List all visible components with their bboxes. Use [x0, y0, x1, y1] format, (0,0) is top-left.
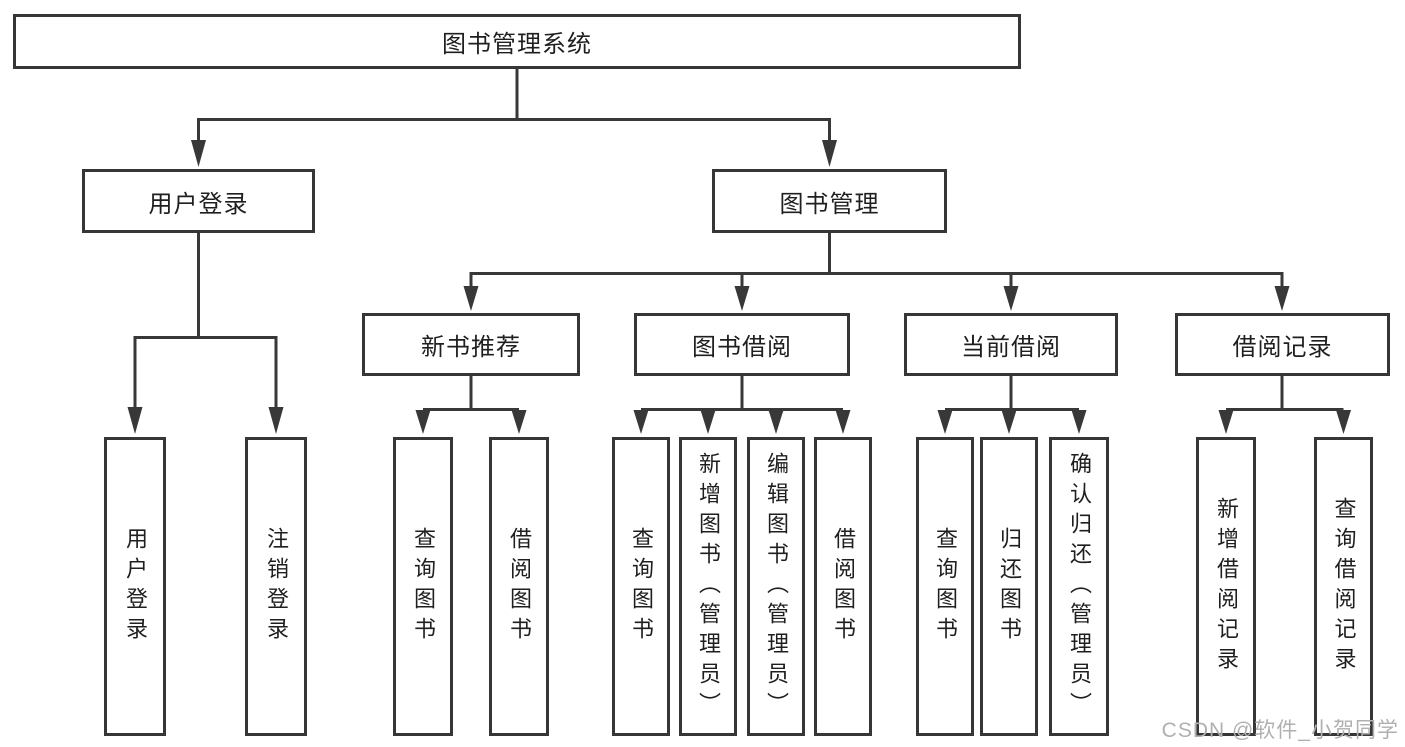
leaf-confirm-return-admin: 确认归还（管理员） — [1049, 437, 1109, 736]
arrow-icon — [1218, 410, 1234, 434]
leaf-add-books-admin: 新增图书（管理员） — [679, 437, 737, 736]
leaf-query-books-current: 查询图书 — [916, 437, 974, 736]
arrow-icon — [127, 407, 143, 434]
node-user-login: 用户登录 — [82, 169, 315, 233]
arrow-icon — [1336, 410, 1351, 434]
arrow-icon — [768, 410, 784, 434]
arrow-icon — [700, 410, 716, 434]
node-current-borrowing: 当前借阅 — [904, 313, 1118, 376]
arrowheads — [127, 140, 1351, 434]
leaf-borrow-books-recommend: 借阅图书 — [489, 437, 549, 736]
arrow-icon — [937, 410, 953, 434]
arrow-icon — [1003, 286, 1019, 311]
node-new-book-recommend: 新书推荐 — [362, 313, 580, 376]
arrow-icon — [734, 286, 750, 311]
arrow-icon — [268, 407, 284, 434]
leaf-add-borrow-record: 新增借阅记录 — [1196, 437, 1256, 736]
leaf-query-books-borrowing: 查询图书 — [612, 437, 670, 736]
arrow-icon — [1001, 410, 1017, 434]
arrow-icon — [835, 410, 851, 434]
arrow-icon — [415, 410, 431, 434]
leaf-user-login: 用户登录 — [104, 437, 166, 736]
arrow-icon — [191, 140, 206, 167]
arrow-icon — [1274, 286, 1290, 311]
node-book-management: 图书管理 — [712, 169, 947, 233]
arrow-icon — [822, 140, 837, 167]
arrow-icon — [511, 410, 527, 434]
arrow-icon — [463, 286, 479, 311]
leaf-borrow-books: 借阅图书 — [814, 437, 872, 736]
arrow-icon — [1071, 410, 1087, 434]
node-borrow-records: 借阅记录 — [1175, 313, 1390, 376]
leaf-query-books-recommend: 查询图书 — [393, 437, 453, 736]
leaf-return-books: 归还图书 — [980, 437, 1038, 736]
leaf-query-borrow-record: 查询借阅记录 — [1314, 437, 1373, 736]
leaf-logout: 注销登录 — [245, 437, 307, 736]
node-book-borrowing: 图书借阅 — [634, 313, 850, 376]
arrow-icon — [633, 410, 649, 434]
node-root-system: 图书管理系统 — [13, 14, 1021, 69]
leaf-edit-books-admin: 编辑图书（管理员） — [747, 437, 805, 736]
